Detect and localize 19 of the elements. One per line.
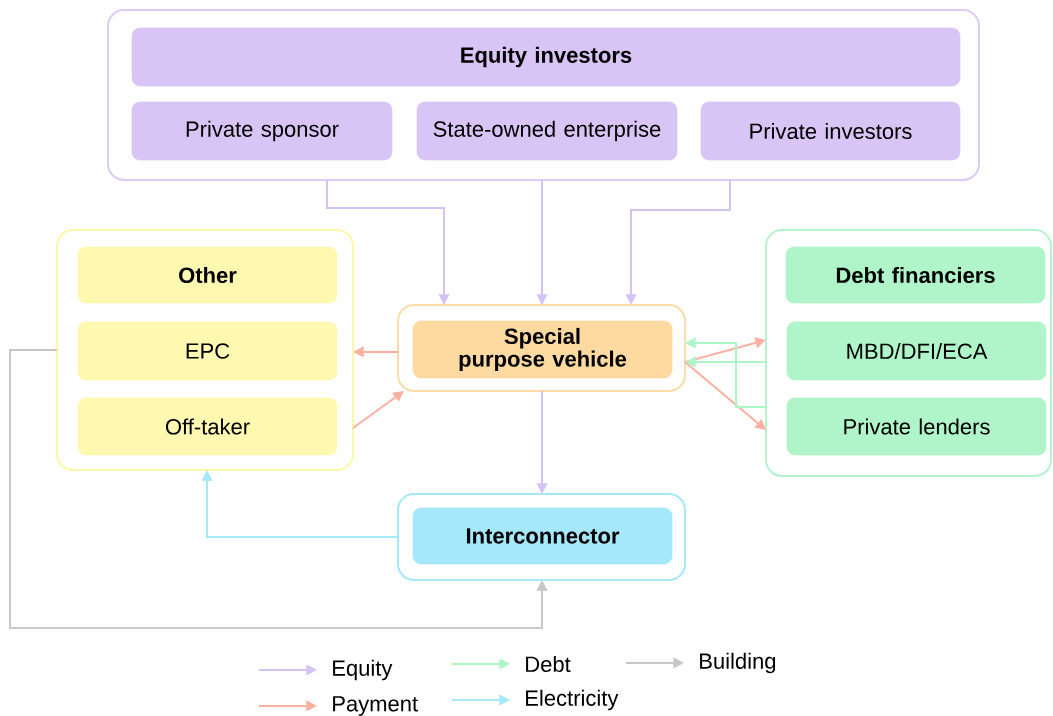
legend-label: Equity	[333, 659, 393, 681]
entity-box: Off-taker	[77, 397, 338, 456]
header-bar: Equity investors	[131, 27, 961, 87]
legend-label: Payment	[333, 696, 418, 716]
entity-box: Private investors	[700, 101, 961, 161]
legend-label: Electricity	[526, 689, 619, 711]
legend-label: Building	[700, 652, 776, 674]
entity-box: EPC	[77, 321, 338, 381]
entity-box: Private lenders	[786, 397, 1047, 456]
arrow	[684, 361, 766, 430]
entity-box: Private sponsor	[131, 101, 393, 161]
header-bar: Interconnector	[412, 507, 673, 565]
legend-label: Debt	[526, 655, 571, 673]
entity-box: MBD/DFI/ECA	[786, 321, 1047, 381]
header-bar: Special purpose vehicle	[412, 320, 673, 379]
arrow	[352, 391, 404, 429]
header-bar: Debt financiers	[785, 246, 1046, 304]
header-bar: Other	[77, 246, 338, 304]
entity-box: State-owned enterprise	[416, 101, 678, 161]
